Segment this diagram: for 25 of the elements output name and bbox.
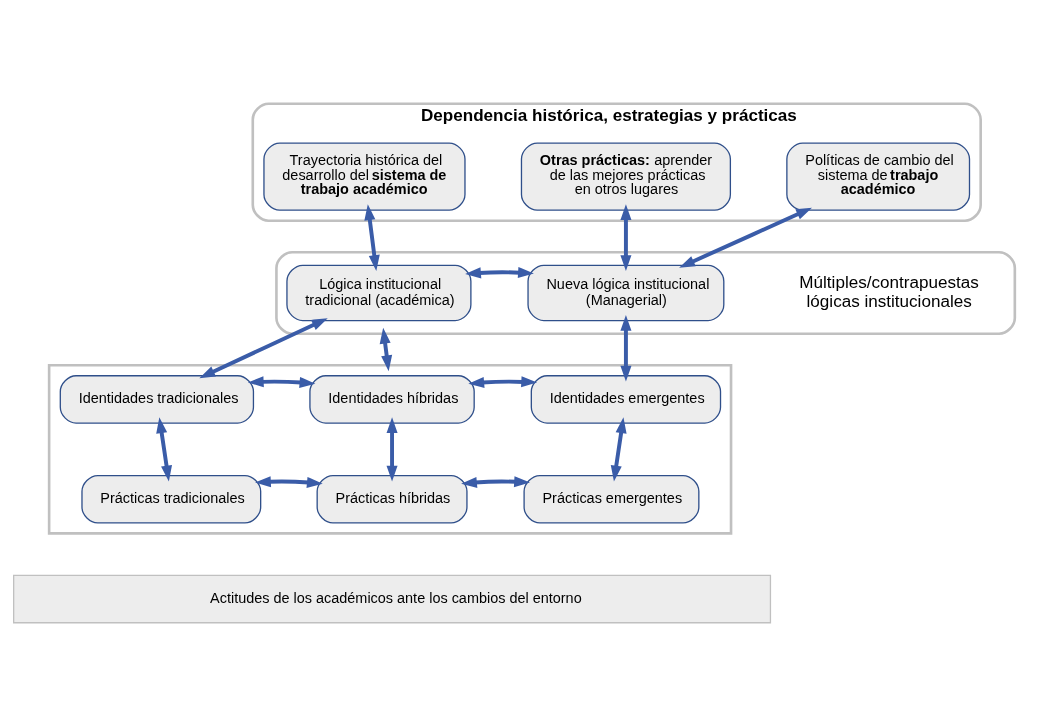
arrow xyxy=(679,207,812,268)
node-box: Políticas de cambio del sistema de trabajo académico xyxy=(786,142,971,211)
arrow xyxy=(610,416,627,481)
arrow xyxy=(199,317,328,378)
arrow xyxy=(465,266,534,278)
arrow xyxy=(255,475,323,488)
node-box: Otras prácticas: aprender de las mejores prácticas en otros lugares xyxy=(520,142,732,211)
arrow xyxy=(620,314,632,382)
node-box: Identidades tradicionales xyxy=(59,374,255,424)
arrow xyxy=(247,375,316,388)
node-box: Prácticas tradicionales xyxy=(81,474,262,524)
arrow xyxy=(461,475,530,488)
arrow xyxy=(468,375,538,388)
node-box: Prácticas híbridas xyxy=(316,474,468,524)
arrow xyxy=(364,203,380,271)
node-box: Prácticas emergentes xyxy=(523,474,700,524)
arrow xyxy=(386,416,398,481)
node-box: Trayectoria histórica del desarrollo del sistema de trabajo académico xyxy=(263,142,466,211)
arrow xyxy=(620,203,632,271)
node-box: Identidades híbridas xyxy=(309,374,475,424)
node-box: Nueva lógica institucional (Managerial) xyxy=(527,264,725,321)
node-box: Actitudes de los académicos ante los cambios del entorno xyxy=(13,574,772,623)
arrow xyxy=(156,416,172,481)
node-box: Lógica institucional tradicional (académica) xyxy=(286,264,472,321)
node-box: Identidades emergentes xyxy=(530,374,722,424)
